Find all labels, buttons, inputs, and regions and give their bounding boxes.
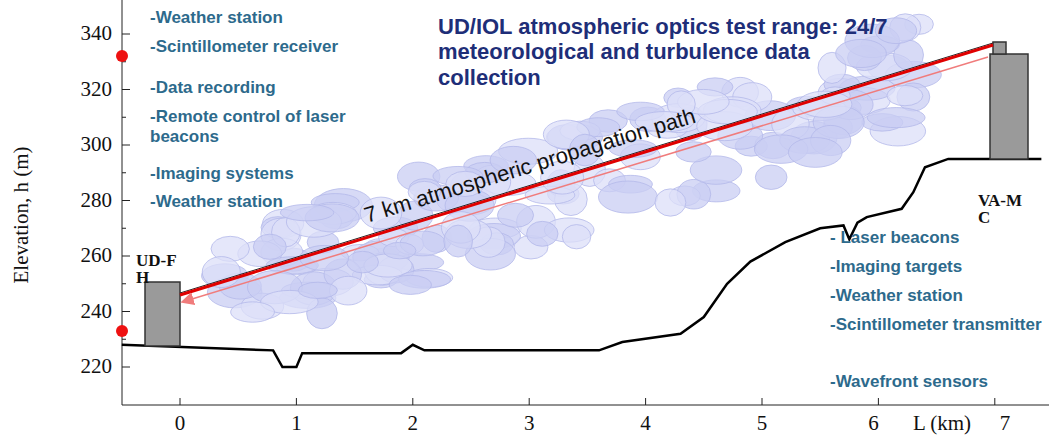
terrain-profile <box>122 159 1042 367</box>
cloud-puff <box>253 234 286 259</box>
site-name: UD-F H <box>136 252 182 286</box>
cloud-puff <box>598 181 657 213</box>
y-tick <box>122 172 126 173</box>
cloud-puff <box>497 203 533 227</box>
feature-item: -Scintillometer transmitter <box>830 315 1042 335</box>
cloud-puff <box>788 138 842 168</box>
x-axis <box>122 405 1049 406</box>
ud-fh-building <box>145 282 180 346</box>
cloud-puff <box>836 39 887 67</box>
x-tick <box>296 398 297 405</box>
cloud-puff <box>280 204 333 220</box>
x-tick <box>762 398 763 405</box>
tick-label: 1 <box>291 411 302 436</box>
y-tick <box>122 117 126 118</box>
y-tick <box>122 283 126 284</box>
feature-item: -Weather station <box>150 8 405 28</box>
y-tick <box>122 34 130 35</box>
tick-label: 320 <box>81 77 113 102</box>
cloud-puff <box>444 225 473 257</box>
cloud-puff <box>676 142 712 162</box>
axis-title: L (km) <box>913 411 971 436</box>
cloud-puff <box>298 282 337 298</box>
tick-label: 6 <box>868 411 879 436</box>
feature-item: -Scintillometer receiver <box>150 37 405 57</box>
y-tick <box>122 89 130 90</box>
tick-label: 3 <box>524 411 535 436</box>
tick-label: 5 <box>757 411 768 436</box>
diagram-title: UD/IOL atmospheric optics test range: 24… <box>438 14 908 90</box>
y-tick <box>122 200 130 201</box>
tick-label: 260 <box>81 243 113 268</box>
y-tick <box>122 228 126 229</box>
cloud-puff <box>562 225 590 249</box>
x-tick <box>878 398 879 405</box>
feature-item: -Imaging targets <box>830 257 1042 277</box>
y-tick <box>122 145 130 146</box>
y-tick <box>122 339 126 340</box>
y-tick <box>122 367 130 368</box>
y-tick <box>122 256 130 257</box>
cloud-puff <box>347 251 379 273</box>
feature-item: -Wavefront sensors <box>830 372 1042 392</box>
cloud-puff <box>655 189 686 216</box>
cloud-puff <box>389 275 431 294</box>
feature-item: - Laser beacons <box>830 228 1042 248</box>
feature-item: -Data recording <box>150 78 405 98</box>
tick-label: 240 <box>81 299 113 324</box>
x-tick <box>994 398 995 405</box>
red-dot <box>116 50 128 62</box>
tick-label: 300 <box>81 132 113 157</box>
x-tick <box>645 398 646 405</box>
y-tick <box>122 311 130 312</box>
tick-label: 280 <box>81 188 113 213</box>
tick-label: 2 <box>408 411 419 436</box>
feature-item: -Remote control of laser beacons <box>150 107 405 148</box>
cloud-puff <box>887 85 923 105</box>
axes <box>122 0 1049 405</box>
va-mc-building <box>990 54 1028 159</box>
cloud-puff <box>383 242 416 258</box>
site-name: VA-M C <box>978 192 1028 226</box>
feature-item: -Imaging systems <box>150 164 405 184</box>
tick-label: 4 <box>640 411 651 436</box>
x-tick <box>180 398 181 405</box>
feature-item: -Weather station <box>830 286 1042 306</box>
tick-label: 220 <box>81 354 113 379</box>
red-dot <box>116 325 128 337</box>
x-tick <box>412 398 413 405</box>
turbulence-cloud <box>202 14 942 329</box>
cloud-puff <box>231 302 275 322</box>
cloud-puff <box>867 108 925 128</box>
x-tick <box>529 398 530 405</box>
tick-label: 340 <box>81 21 113 46</box>
path-edge-line <box>180 43 993 293</box>
cloud-puff <box>755 165 787 189</box>
va-mc-roof-box <box>993 42 1006 54</box>
tick-label: 7 <box>1000 411 1011 436</box>
cloud-puff <box>527 221 558 246</box>
axis-title: Elevation, h (m) <box>9 146 34 283</box>
tick-label: 0 <box>175 411 186 436</box>
